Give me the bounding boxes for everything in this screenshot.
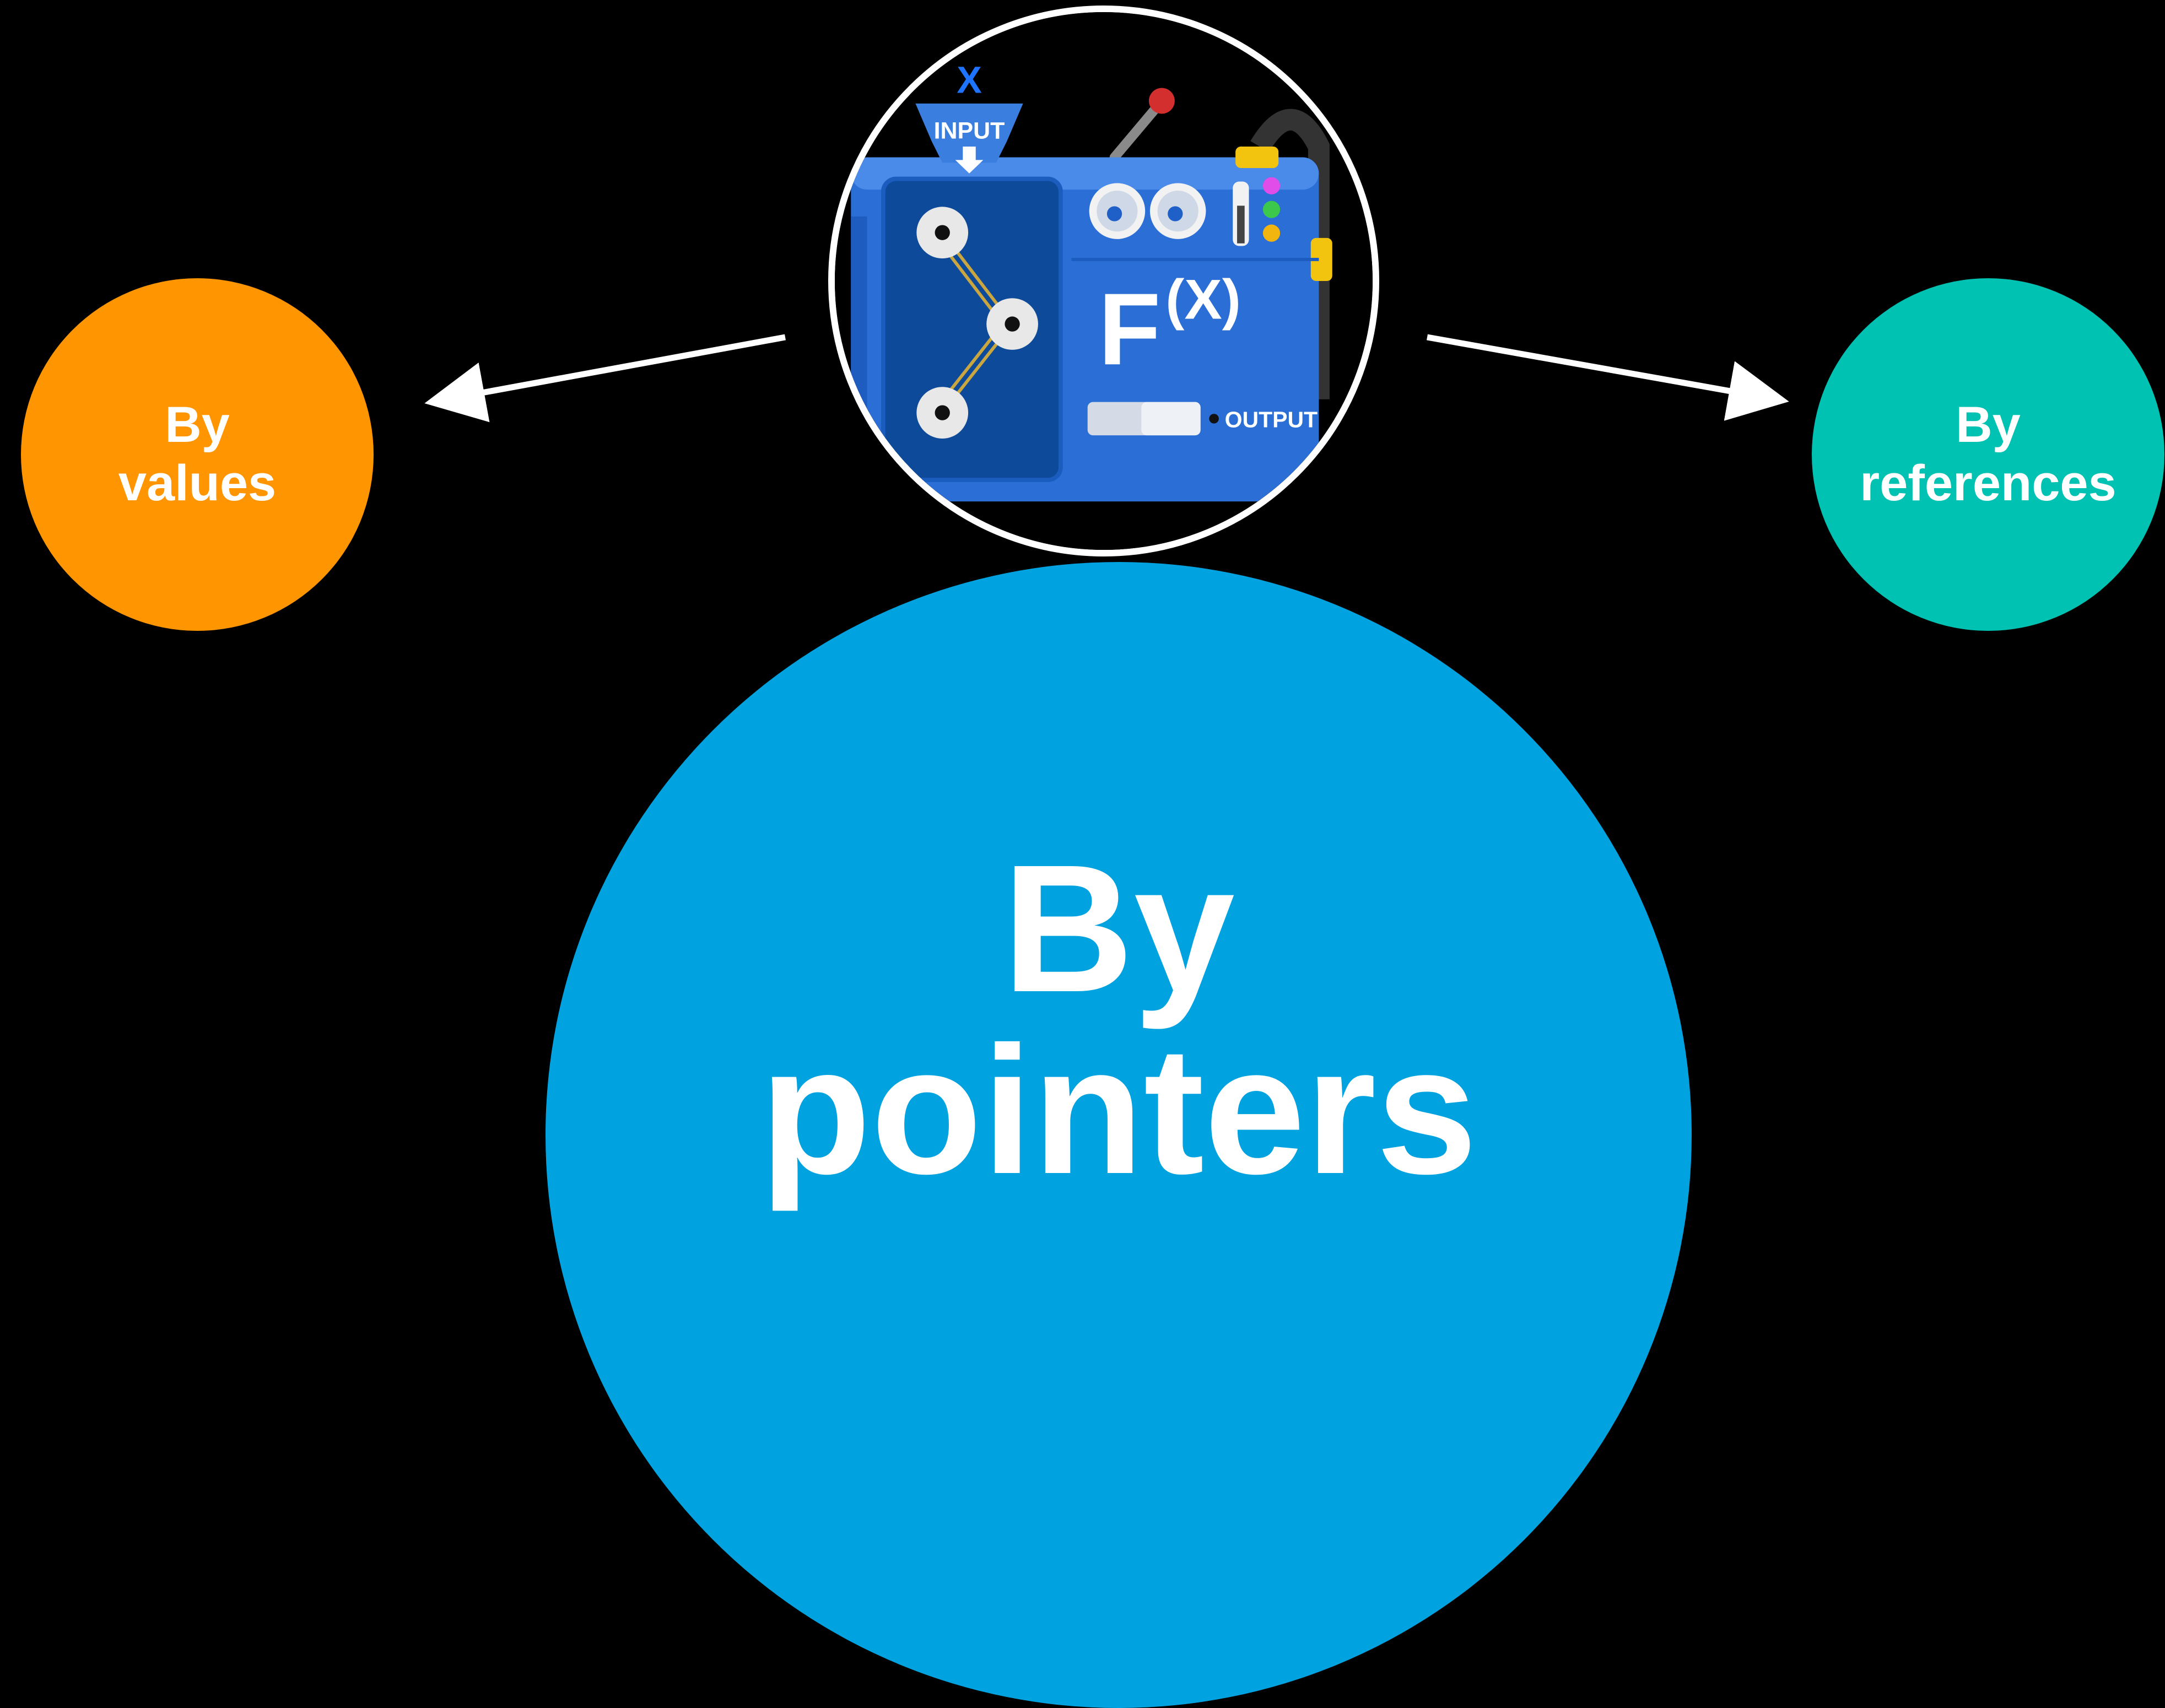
indicator-light-icon bbox=[1262, 177, 1281, 194]
function-machine-icon: INPUT X bbox=[828, 6, 1379, 556]
node-values-label-line2: values bbox=[118, 455, 277, 511]
node-by-values: By values bbox=[21, 278, 374, 631]
function-label: F bbox=[1098, 272, 1160, 386]
input-label: INPUT bbox=[934, 117, 1005, 144]
pulley-icon bbox=[916, 387, 969, 439]
lever-knob-icon bbox=[1148, 88, 1175, 114]
arrow-to-references bbox=[1427, 334, 1789, 421]
input-funnel bbox=[915, 103, 1023, 163]
arrow-to-values bbox=[424, 334, 786, 423]
node-by-pointers: By pointers bbox=[546, 562, 1692, 1708]
node-pointers-label-line2: pointers bbox=[760, 1008, 1477, 1212]
gauge-icon bbox=[1089, 183, 1146, 239]
function-argument: (X) bbox=[1165, 267, 1241, 331]
pulley-icon bbox=[916, 207, 969, 259]
input-arrow-icon bbox=[955, 147, 984, 174]
pulley-icon bbox=[986, 298, 1038, 350]
node-references-label-line1: By bbox=[1956, 397, 2021, 453]
input-variable: X bbox=[957, 59, 982, 101]
node-references-label-line2: references bbox=[1860, 455, 2117, 511]
output-label: OUTPUT bbox=[1225, 407, 1318, 432]
node-by-references: By references bbox=[1812, 278, 2164, 631]
indicator-light-icon bbox=[1262, 224, 1281, 242]
node-values-label-line1: By bbox=[165, 397, 230, 453]
gauge-icon bbox=[1149, 183, 1206, 239]
diagram-canvas: By values By references By pointers INPU… bbox=[21, 6, 2164, 1708]
node-pointers-label-line1: By bbox=[1002, 826, 1235, 1030]
indicator-light-icon bbox=[1262, 201, 1281, 218]
lever-icon bbox=[1109, 101, 1163, 163]
function-machine-drawing: INPUT X bbox=[835, 12, 1373, 550]
